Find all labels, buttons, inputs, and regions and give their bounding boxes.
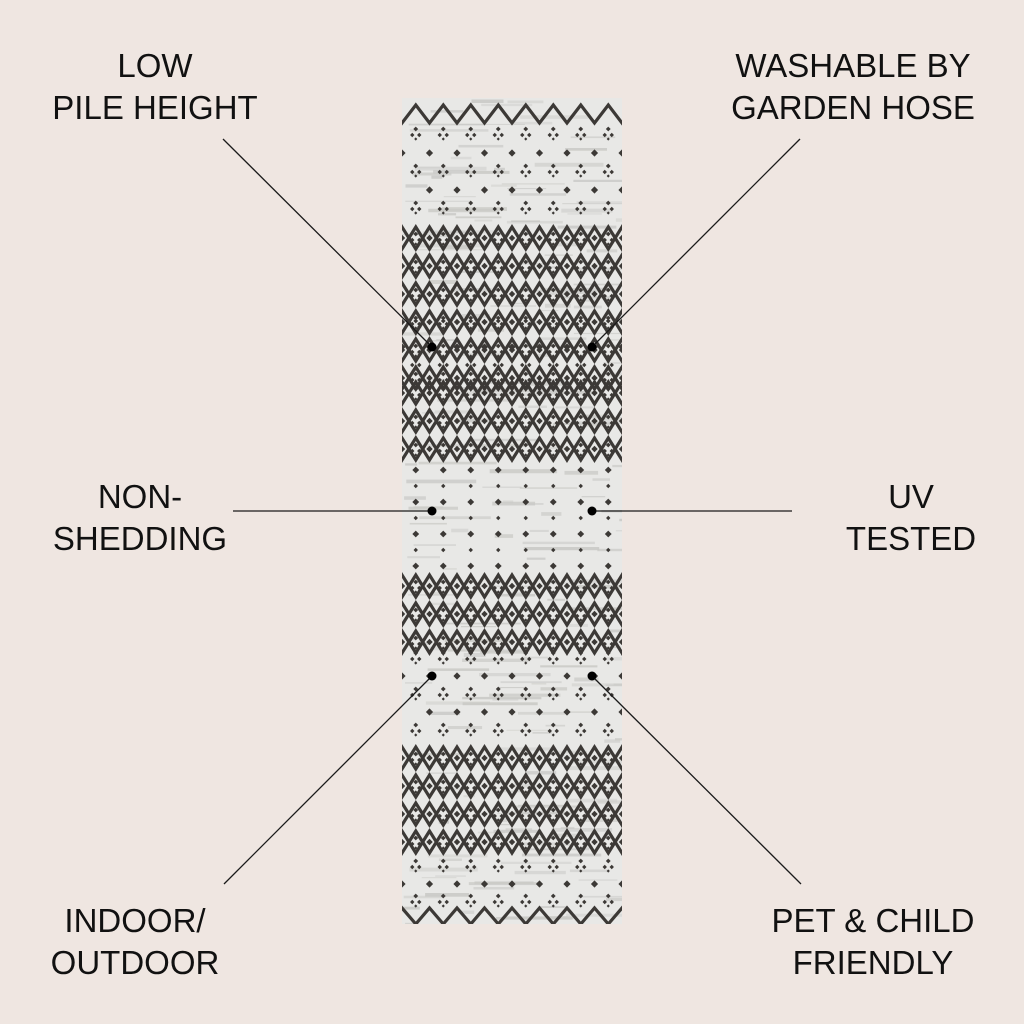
leader-line-washable-by-garden-hose bbox=[591, 138, 801, 348]
label-line: FRIENDLY bbox=[792, 944, 954, 981]
label-line: WASHABLE BY bbox=[735, 47, 971, 84]
label-line: INDOOR/ bbox=[64, 902, 206, 939]
rug-pattern bbox=[402, 98, 622, 924]
leader-line-low-pile-height bbox=[222, 138, 433, 348]
leader-line-pet-child-friendly bbox=[591, 675, 802, 885]
feature-label-low-pile-height: LOW PILE HEIGHT bbox=[40, 45, 270, 129]
label-line: OUTDOOR bbox=[50, 944, 220, 981]
label-line: NON- bbox=[97, 478, 183, 515]
feature-label-indoor-outdoor: INDOOR/ OUTDOOR bbox=[40, 900, 230, 984]
label-line: TESTED bbox=[845, 520, 977, 557]
label-line: GARDEN HOSE bbox=[731, 89, 975, 126]
label-line: PILE HEIGHT bbox=[52, 89, 258, 126]
label-line: UV bbox=[888, 478, 934, 515]
feature-label-non-shedding: NON- SHEDDING bbox=[40, 476, 240, 560]
feature-label-washable-by-garden-hose: WASHABLE BY GARDEN HOSE bbox=[722, 45, 984, 129]
leader-line-indoor-outdoor bbox=[223, 675, 433, 885]
feature-label-pet-child-friendly: PET & CHILD FRIENDLY bbox=[762, 900, 984, 984]
label-line: SHEDDING bbox=[52, 520, 228, 557]
runner-rug-image bbox=[402, 98, 622, 924]
feature-label-uv-tested: UV TESTED bbox=[836, 476, 986, 560]
label-line: LOW bbox=[117, 47, 193, 84]
label-line: PET & CHILD bbox=[771, 902, 975, 939]
